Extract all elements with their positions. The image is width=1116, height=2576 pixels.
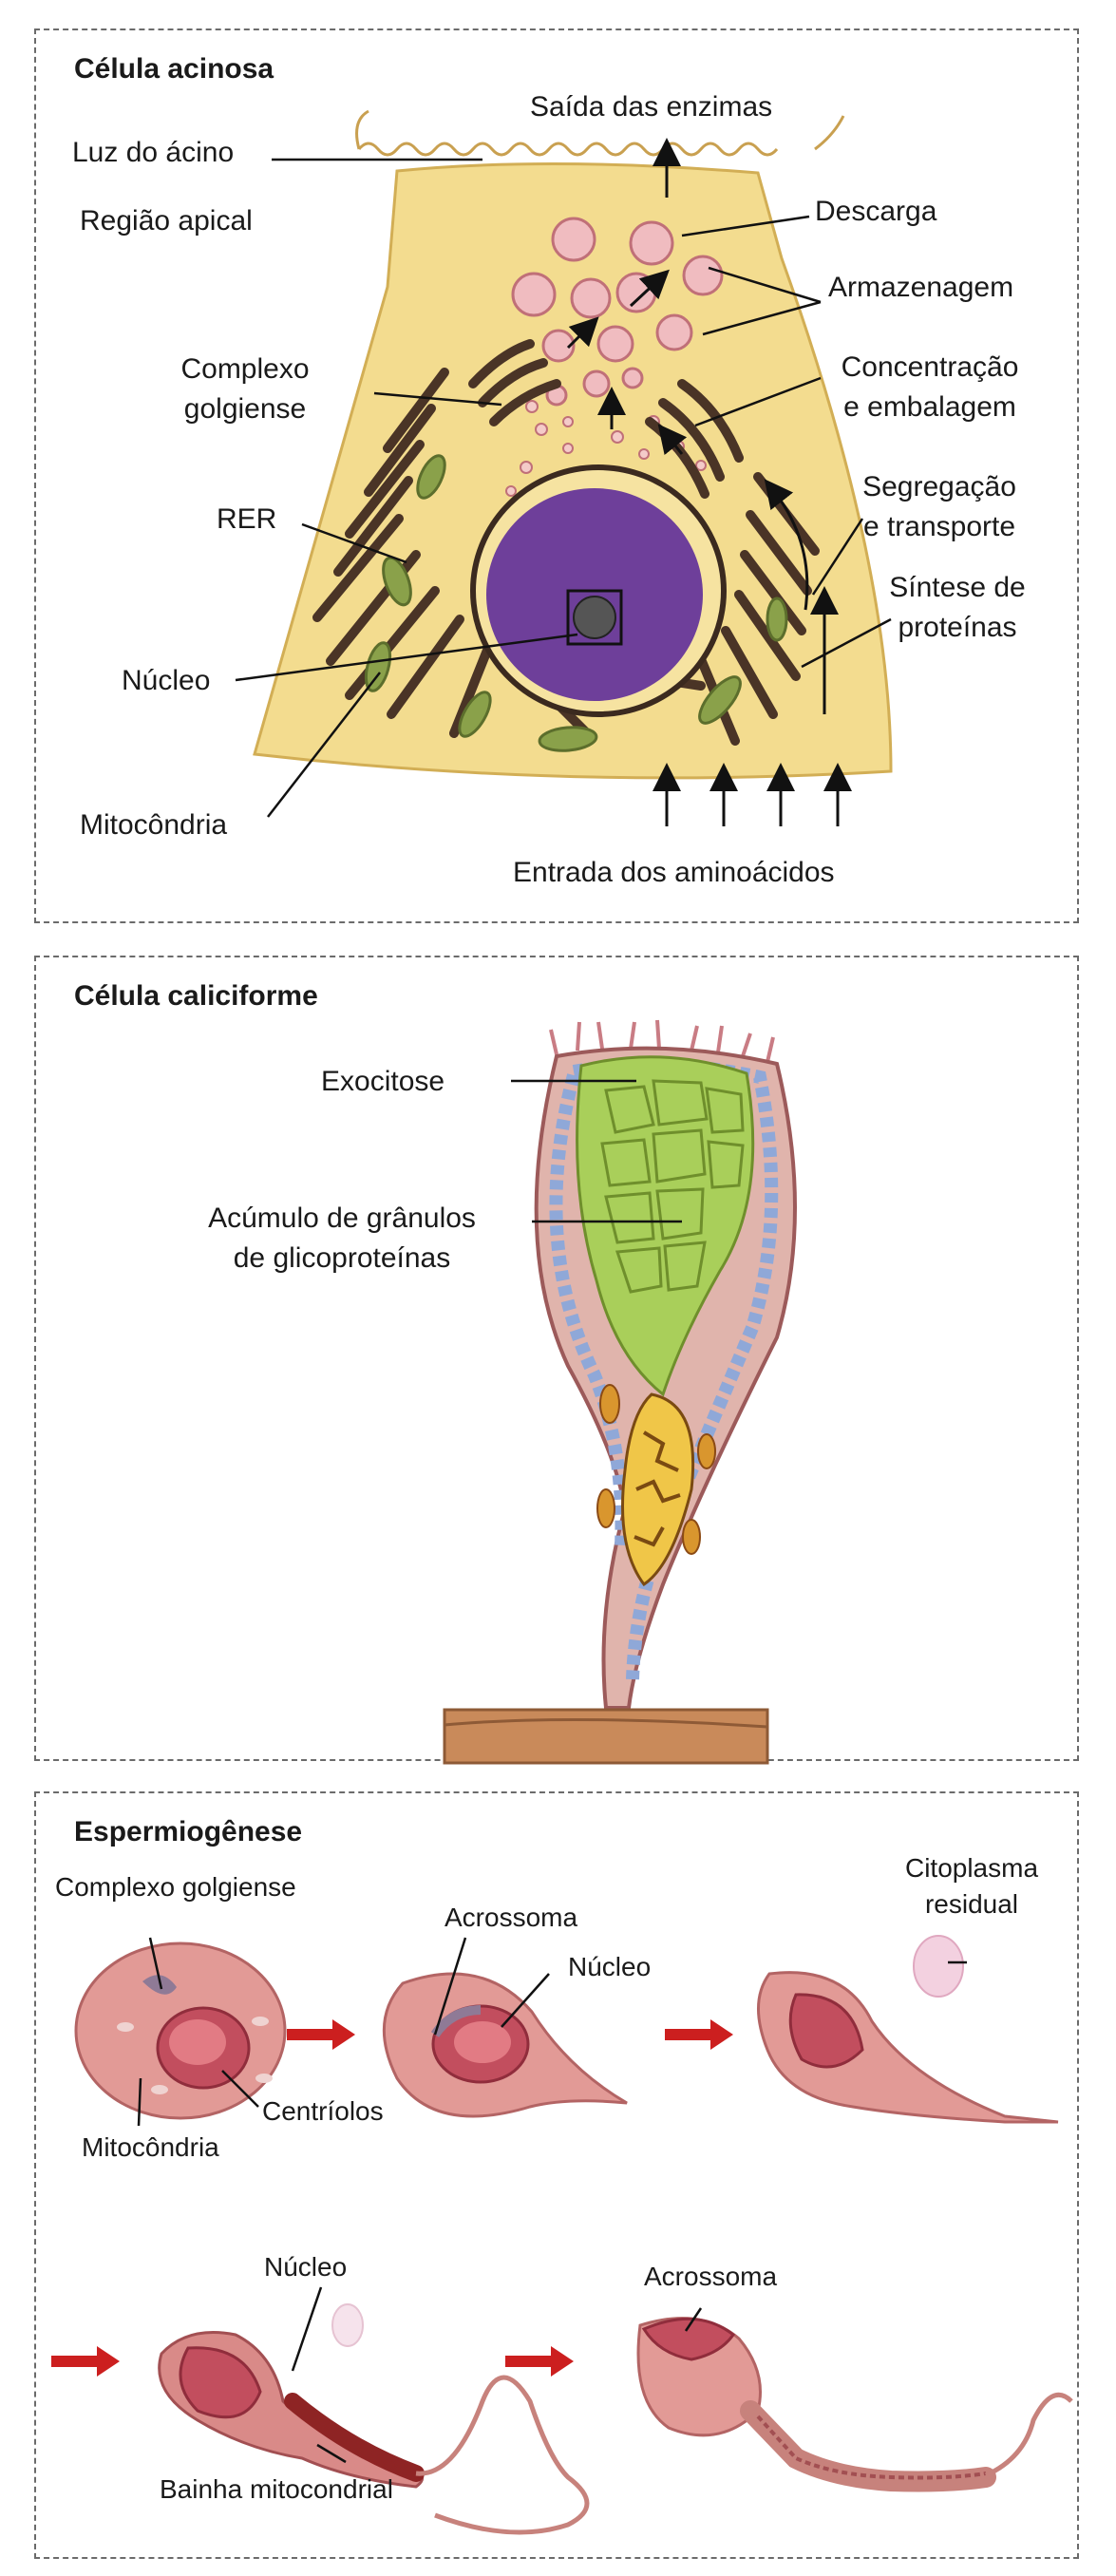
- label-nucleus-1: Núcleo: [568, 1949, 651, 1985]
- label-residual-cytoplasm: Citoplasma residual: [900, 1850, 1043, 1923]
- label-centrioles: Centríolos: [262, 2093, 384, 2130]
- goblet-cell-illustration: [36, 957, 1081, 1763]
- label-enzyme-exit: Saída das enzimas: [530, 87, 772, 127]
- label-mitochondria: Mitocôndria: [80, 805, 227, 845]
- label-concentration: Concentração e embalagem: [821, 348, 1039, 427]
- microvilli: [359, 143, 777, 155]
- label-apical-region: Região apical: [80, 201, 253, 241]
- label-exocytosis: Exocitose: [321, 1062, 445, 1102]
- label-cytoplasm-line2: residual: [900, 1886, 1043, 1923]
- label-concentration-line2: e embalagem: [821, 388, 1039, 427]
- label-concentration-line1: Concentração: [821, 348, 1039, 388]
- panel-goblet-cell: Célula caliciforme: [34, 956, 1079, 1761]
- label-segregation-line1: Segregação: [840, 467, 1039, 507]
- label-lumen: Luz do ácino: [72, 133, 234, 173]
- spermatid-stage-2: [384, 1974, 627, 2116]
- panel-acinar-cell: Célula acinosa: [34, 28, 1079, 923]
- label-acrosome-1: Acrossoma: [445, 1900, 577, 1936]
- label-cytoplasm-line1: Citoplasma: [900, 1850, 1043, 1886]
- label-rer: RER: [217, 500, 276, 540]
- label-acrosome-2: Acrossoma: [644, 2259, 777, 2295]
- label-granule-accumulation: Acúmulo de grânulos de glicoproteínas: [161, 1199, 522, 1279]
- label-discharge: Descarga: [815, 192, 936, 232]
- label-mitochondrial-sheath: Bainha mitocondrial: [160, 2472, 393, 2508]
- spermatid-stage-1: [76, 1943, 285, 2118]
- label-accumulation-line1: Acúmulo de grânulos: [161, 1199, 522, 1239]
- residual-cytoplasm: [914, 1936, 963, 1997]
- label-synthesis-line2: proteínas: [862, 608, 1052, 648]
- label-nucleus: Núcleo: [122, 661, 210, 701]
- nucleolus: [574, 597, 615, 638]
- label-segregation-line2: e transporte: [840, 507, 1039, 547]
- spermatozoon-stage-5: [638, 2319, 1071, 2482]
- label-segregation: Segregação e transporte: [840, 467, 1039, 547]
- label-accumulation-line2: de glicoproteínas: [161, 1239, 522, 1279]
- label-protein-synthesis: Síntese de proteínas: [862, 568, 1052, 648]
- label-golgi-line2: golgiense: [150, 389, 340, 429]
- label-nucleus-2: Núcleo: [264, 2249, 347, 2285]
- label-aminoacid-entry: Entrada dos aminoácidos: [513, 853, 835, 893]
- label-synthesis-line1: Síntese de: [862, 568, 1052, 608]
- panel-spermiogenesis: Espermiogênese: [34, 1791, 1079, 2559]
- label-sp-mitochondria: Mitocôndria: [82, 2130, 219, 2166]
- label-sp-golgi: Complexo golgiense: [55, 1869, 296, 1905]
- label-golgi-line1: Complexo: [150, 350, 340, 389]
- label-golgi: Complexo golgiense: [150, 350, 340, 429]
- connective-tissue-base: [445, 1710, 767, 1763]
- label-storage: Armazenagem: [828, 268, 1013, 308]
- spermatid-stage-3: [758, 1936, 1058, 2122]
